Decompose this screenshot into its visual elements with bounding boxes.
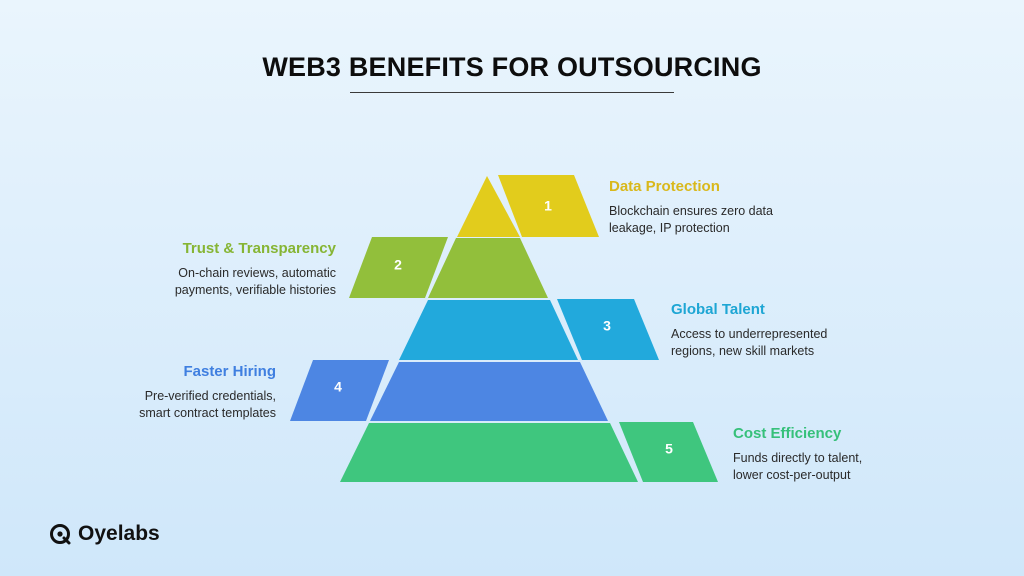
tab-level-3 bbox=[557, 299, 659, 360]
callout-description: Blockchain ensures zero data leakage, IP… bbox=[609, 204, 773, 235]
pyramid-level-5 bbox=[340, 423, 638, 482]
brand-logo: Oyelabs bbox=[48, 522, 160, 546]
callout-heading: Cost Efficiency bbox=[733, 425, 842, 442]
callout-global-talent: Global Talent Access to underrepresented… bbox=[671, 301, 901, 360]
tab-level-2 bbox=[349, 237, 448, 298]
level-3-number: 3 bbox=[603, 318, 611, 334]
title-divider bbox=[350, 92, 674, 93]
level-1-number: 1 bbox=[544, 198, 552, 214]
callout-description: Pre-verified credentials, smart contract… bbox=[139, 389, 276, 420]
callout-description: On-chain reviews, automatic payments, ve… bbox=[174, 266, 336, 297]
tab-level-5 bbox=[619, 422, 718, 482]
level-5-number: 5 bbox=[665, 441, 673, 457]
callout-trust-transparency: Trust & Transparency On-chain reviews, a… bbox=[106, 240, 336, 299]
brand-name: Oyelabs bbox=[78, 522, 160, 545]
tab-level-1 bbox=[498, 175, 599, 237]
level-2-number: 2 bbox=[394, 257, 402, 273]
callout-faster-hiring: Faster Hiring Pre-verified credentials, … bbox=[46, 363, 276, 422]
callout-description: Funds directly to talent, lower cost-per… bbox=[733, 451, 863, 482]
level-4-number: 4 bbox=[334, 379, 342, 395]
tab-level-4 bbox=[290, 360, 389, 421]
callout-cost-efficiency: Cost Efficiency Funds directly to talent… bbox=[733, 425, 963, 484]
callout-heading: Trust & Transparency bbox=[182, 240, 336, 257]
callout-heading: Global Talent bbox=[671, 301, 765, 318]
pyramid-level-4 bbox=[370, 362, 608, 421]
callout-heading: Data Protection bbox=[609, 178, 720, 195]
oyelabs-logo-icon bbox=[50, 524, 71, 545]
callout-description: Access to underrepresented regions, new … bbox=[671, 327, 828, 358]
page-title: WEB3 BENEFITS FOR OUTSOURCING bbox=[262, 52, 762, 82]
pyramid-level-3 bbox=[399, 300, 578, 360]
pyramid-level-2 bbox=[428, 238, 548, 298]
callout-heading: Faster Hiring bbox=[183, 363, 276, 380]
pyramid-level-1 bbox=[457, 176, 520, 237]
callout-data-protection: Data Protection Blockchain ensures zero … bbox=[609, 178, 839, 237]
